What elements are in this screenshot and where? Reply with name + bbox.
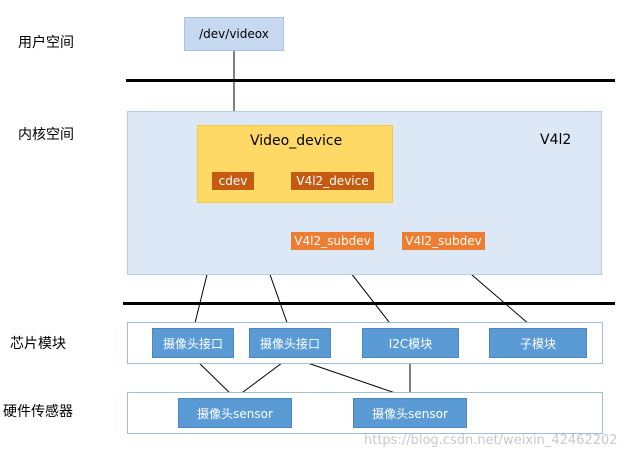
v4l2-subdev-node-2: V4l2_subdev xyxy=(402,232,485,250)
i2c-module-node: I2C模块 xyxy=(362,328,459,358)
divider-kernel-chip xyxy=(123,302,615,305)
divider-user-kernel xyxy=(126,79,615,82)
layer-label-kernel-space: 内核空间 xyxy=(18,127,74,143)
video-device-label: Video_device xyxy=(250,133,343,149)
v4l2-subdev-node-1: V4l2_subdev xyxy=(291,232,374,250)
watermark-text: https://blog.csdn.net/weixin_42462202 xyxy=(364,433,618,448)
camera-sensor-node-1: 摄像头sensor xyxy=(178,398,292,428)
layer-label-user-space: 用户空间 xyxy=(18,35,74,51)
layer-label-chip-module: 芯片模块 xyxy=(10,336,66,352)
sub-module-node: 子模块 xyxy=(489,328,587,358)
v4l2-device-node: V4l2_device xyxy=(291,172,374,190)
v4l2-label: V4l2 xyxy=(540,132,572,148)
camera-interface-node-2: 摄像头接口 xyxy=(249,328,331,358)
layer-label-hardware-sensor: 硬件传感器 xyxy=(3,404,73,420)
dev-videox-node: /dev/videox xyxy=(184,17,284,51)
camera-interface-node-1: 摄像头接口 xyxy=(152,328,234,358)
camera-sensor-node-2: 摄像头sensor xyxy=(353,398,467,428)
video-device-block xyxy=(197,125,393,203)
cdev-node: cdev xyxy=(212,172,254,190)
